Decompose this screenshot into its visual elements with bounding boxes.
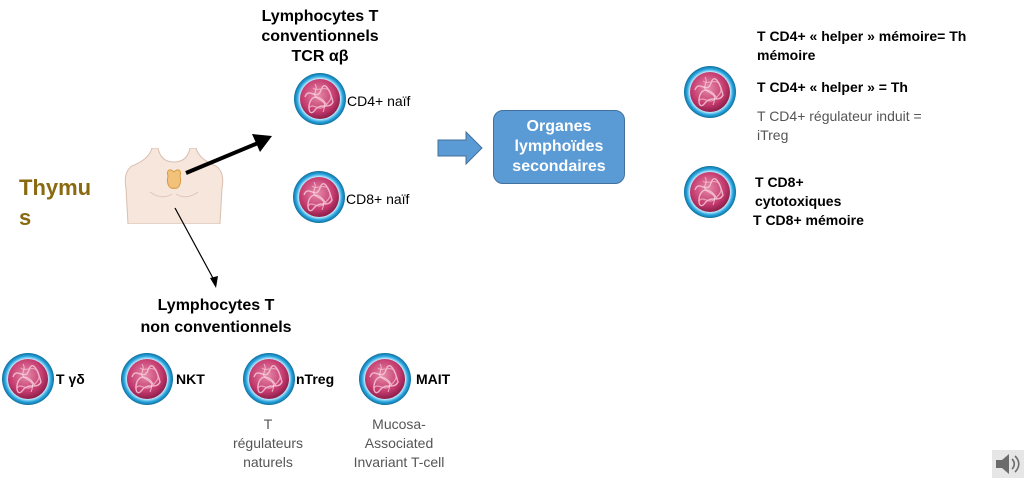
organs-line: lymphoïdes	[514, 138, 604, 155]
conventional-title-line: Lymphocytes T	[261, 8, 379, 25]
mait-description-line: Mucosa-	[372, 416, 426, 432]
nonconventional-title: Lymphocytes T non conventionnels	[116, 295, 316, 339]
nonconventional-title-line: Lymphocytes T	[157, 297, 275, 314]
secondary-lymphoid-organs-box: Organes lymphoïdes secondaires	[493, 110, 625, 184]
cell-icon	[683, 65, 737, 119]
nonconventional-title-line: non conventionnels	[140, 319, 292, 336]
arrow-icon	[185, 141, 259, 175]
cell-icon	[292, 170, 346, 224]
cd8-cytotoxic-line: T CD8+	[755, 174, 804, 190]
block-arrow-icon	[437, 130, 483, 166]
t-gamma-delta-label: T γδ	[56, 371, 85, 387]
conventional-title: Lymphocytes T conventionnels TCR αβ	[230, 7, 410, 67]
nkt-label: NKT	[176, 371, 205, 387]
itreg-line: iTreg	[757, 127, 789, 143]
cell-icon	[1, 352, 55, 406]
cd8-memory-label: T CD8+ mémoire	[753, 212, 864, 228]
speaker-icon[interactable]	[992, 450, 1024, 478]
th-memory-label: T CD4+ « helper » mémoire= Th mémoire	[757, 27, 966, 65]
arrow-icon	[174, 207, 215, 281]
cell-icon	[120, 352, 174, 406]
th-label: T CD4+ « helper » = Th	[757, 79, 908, 95]
cd4-naive-label: CD4+ naïf	[347, 93, 411, 109]
cd8-cytotoxic-line: cytotoxiques	[755, 193, 842, 209]
ntreg-description-line: T	[263, 416, 273, 432]
arrow-head-icon	[252, 134, 272, 152]
arrow-head-icon	[210, 276, 218, 288]
thymus-label-line1: Thymu	[19, 175, 92, 200]
ntreg-description-line: naturels	[243, 454, 293, 470]
cell-icon	[242, 352, 296, 406]
itreg-line: T CD4+ régulateur induit =	[757, 108, 922, 124]
thymus-label: Thymu s	[19, 173, 91, 233]
itreg-label: T CD4+ régulateur induit = iTreg	[757, 107, 922, 145]
ntreg-description: T régulateurs naturels	[218, 415, 318, 472]
th-memory-line: T CD4+ « helper » mémoire= Th	[757, 28, 967, 44]
ntreg-description-line: régulateurs	[232, 435, 304, 451]
thymus-label-line2: s	[19, 205, 32, 230]
conventional-title-line: TCR αβ	[291, 48, 349, 65]
organs-line: Organes	[526, 118, 592, 135]
ntreg-label: nTreg	[296, 371, 335, 387]
cell-icon	[293, 72, 347, 126]
th-memory-line: mémoire	[757, 47, 816, 63]
cd8-naive-label: CD8+ naïf	[346, 191, 410, 207]
mait-description-line: Associated	[364, 435, 434, 451]
mait-description: Mucosa- Associated Invariant T-cell	[338, 415, 460, 472]
mait-description-line: Invariant T-cell	[353, 454, 445, 470]
cell-icon	[683, 165, 737, 219]
cd8-cytotoxic-label: T CD8+ cytotoxiques	[755, 173, 841, 211]
cell-icon	[358, 352, 412, 406]
organs-line: secondaires	[512, 158, 606, 175]
conventional-title-line: conventionnels	[261, 28, 379, 45]
mait-label: MAIT	[416, 371, 451, 387]
